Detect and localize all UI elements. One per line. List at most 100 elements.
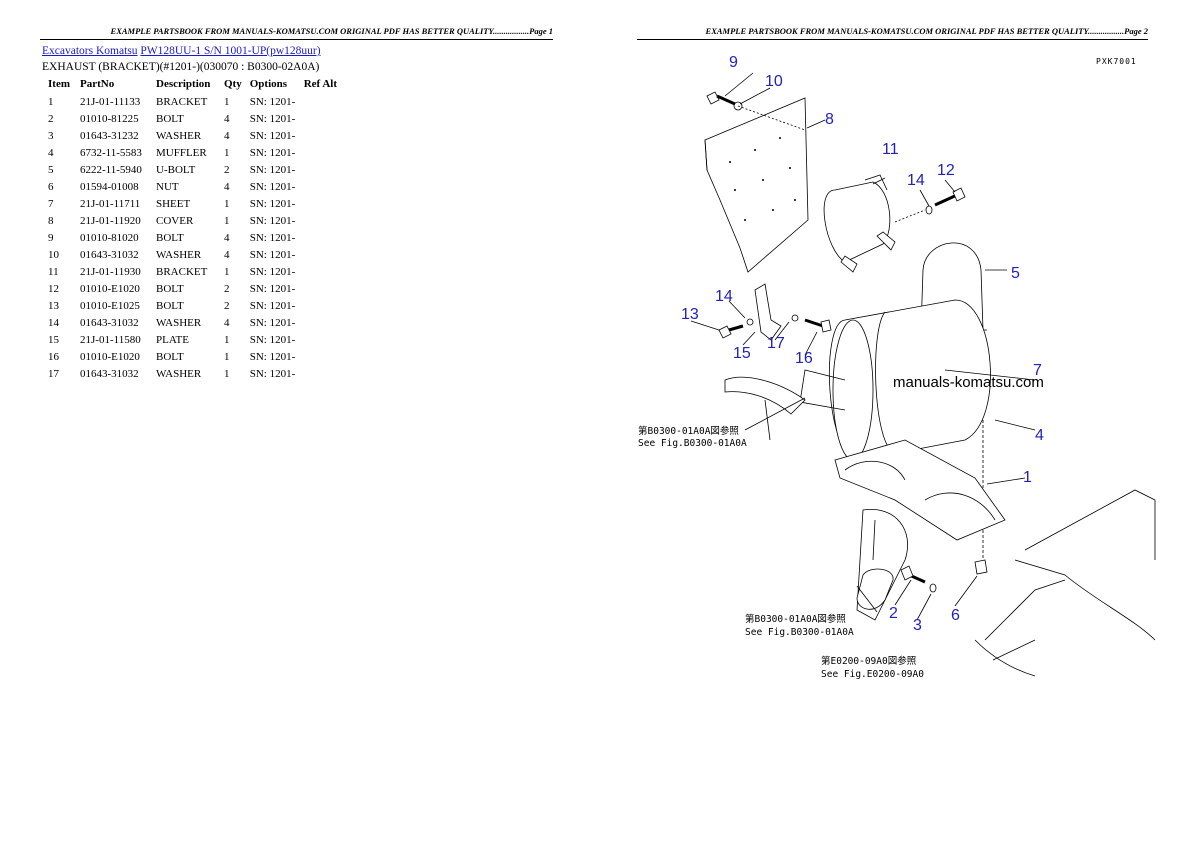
cell-description: WASHER (156, 248, 202, 261)
column-header-options: Options (249, 78, 288, 90)
callout-16: 16 (795, 350, 813, 367)
cell-partno: 01643-31232 (80, 129, 139, 142)
cell-qty: 1 (224, 367, 230, 380)
cell-description: BRACKET (156, 265, 208, 278)
cell-partno: 01010-81020 (80, 231, 139, 244)
bolt-16-part (804, 318, 832, 333)
callout-14-upper: 14 (907, 172, 925, 189)
cell-item: 5 (48, 163, 54, 176)
cell-ref-alt (300, 280, 341, 297)
cell-ref-alt (300, 144, 341, 161)
cell-item: 10 (48, 248, 59, 261)
cell-description: NUT (156, 180, 179, 193)
cell-item: 14 (48, 316, 59, 329)
cell-description: PLATE (156, 333, 189, 346)
cell-options: SN: 1201- (249, 299, 296, 312)
cell-qty: 1 (224, 350, 230, 363)
column-header-description: Description (156, 78, 211, 90)
washer-3-part (929, 583, 937, 593)
callout-4: 4 (1035, 427, 1044, 444)
cell-partno: 21J-01-11711 (80, 197, 141, 210)
washer-10-part (733, 101, 743, 111)
cell-options: SN: 1201- (249, 197, 296, 210)
cell-partno: 01010-E1020 (80, 282, 140, 295)
cell-item: 4 (48, 146, 54, 159)
cell-qty: 1 (224, 197, 230, 210)
cell-description: BOLT (156, 299, 184, 312)
cell-description: BOLT (156, 112, 184, 125)
cell-qty: 1 (224, 95, 230, 108)
cell-description: BOLT (156, 282, 184, 295)
parts-table: Item PartNo Description Qty Options Ref … (44, 76, 341, 382)
column-header-qty: Qty (224, 78, 242, 90)
cell-partno: 01010-81225 (80, 112, 139, 125)
cell-partno: 21J-01-11930 (80, 265, 141, 278)
cell-ref-alt (300, 178, 341, 195)
cover-part (704, 97, 809, 273)
callout-17: 17 (767, 335, 785, 352)
breadcrumb-link-model[interactable]: PW128UU-1 S/N 1001-UP(pw128uur) (140, 45, 321, 57)
cell-ref-alt (300, 229, 341, 246)
cell-partno: 01643-31032 (80, 248, 139, 261)
washer-14-lower-part (746, 318, 754, 326)
cell-ref-alt (300, 212, 341, 229)
washer-14-upper-part (925, 205, 933, 215)
plate-part (754, 283, 782, 341)
callout-6: 6 (951, 607, 960, 624)
cell-item: 11 (48, 265, 59, 278)
cell-description: SHEET (156, 197, 191, 210)
cell-description: U-BOLT (156, 163, 196, 176)
diagram-page: EXAMPLE PARTSBOOK FROM MANUALS-KOMATSU.C… (595, 0, 1190, 842)
bolt-2-part (900, 565, 926, 584)
cell-partno: 01643-31032 (80, 316, 139, 329)
cell-item: 6 (48, 180, 54, 193)
cell-description: MUFFLER (156, 146, 207, 159)
cell-ref-alt (300, 314, 341, 331)
cell-item: 9 (48, 231, 54, 244)
cell-partno: 21J-01-11920 (80, 214, 141, 227)
cell-item: 3 (48, 129, 54, 142)
page-header: EXAMPLE PARTSBOOK FROM MANUALS-KOMATSU.C… (637, 26, 1148, 40)
breadcrumb-link-category[interactable]: Excavators Komatsu (42, 45, 138, 57)
cell-description: WASHER (156, 316, 202, 329)
reference-note-2-en: See Fig.B0300-01A0A (745, 627, 854, 638)
cell-options: SN: 1201- (249, 231, 296, 244)
callout-5: 5 (1011, 265, 1020, 282)
bracket-1-part (834, 439, 1006, 541)
watermark-text: manuals-komatsu.com (893, 374, 1044, 391)
callout-9: 9 (729, 54, 738, 71)
cell-qty: 4 (224, 231, 230, 244)
cell-ref-alt (300, 365, 341, 382)
callout-3: 3 (913, 617, 922, 634)
exploded-parts-diagram: 9 10 8 11 14 12 5 14 13 15 17 16 7 4 1 2… (638, 54, 1156, 680)
nut-part (974, 559, 988, 575)
parts-list-page: EXAMPLE PARTSBOOK FROM MANUALS-KOMATSU.C… (40, 26, 553, 382)
cell-qty: 1 (224, 214, 230, 227)
cell-options: SN: 1201- (249, 129, 296, 142)
cell-qty: 4 (224, 180, 230, 193)
cell-ref-alt (300, 93, 341, 110)
cell-qty: 1 (224, 146, 230, 159)
cell-item: 8 (48, 214, 54, 227)
callout-12: 12 (937, 162, 955, 179)
callout-8: 8 (825, 111, 834, 128)
cell-qty: 1 (224, 265, 230, 278)
page-header: EXAMPLE PARTSBOOK FROM MANUALS-KOMATSU.C… (40, 26, 553, 40)
table-header-row: Item PartNo Description Qty Options Ref … (44, 76, 341, 93)
cell-ref-alt (300, 331, 341, 348)
cell-partno: 6222-11-5940 (80, 163, 142, 176)
column-header-ref-alt: Ref Alt (303, 78, 338, 90)
cell-partno: 01594-01008 (80, 180, 139, 193)
callout-2: 2 (889, 605, 898, 622)
callout-13: 13 (681, 306, 699, 323)
cell-options: SN: 1201- (249, 316, 296, 329)
